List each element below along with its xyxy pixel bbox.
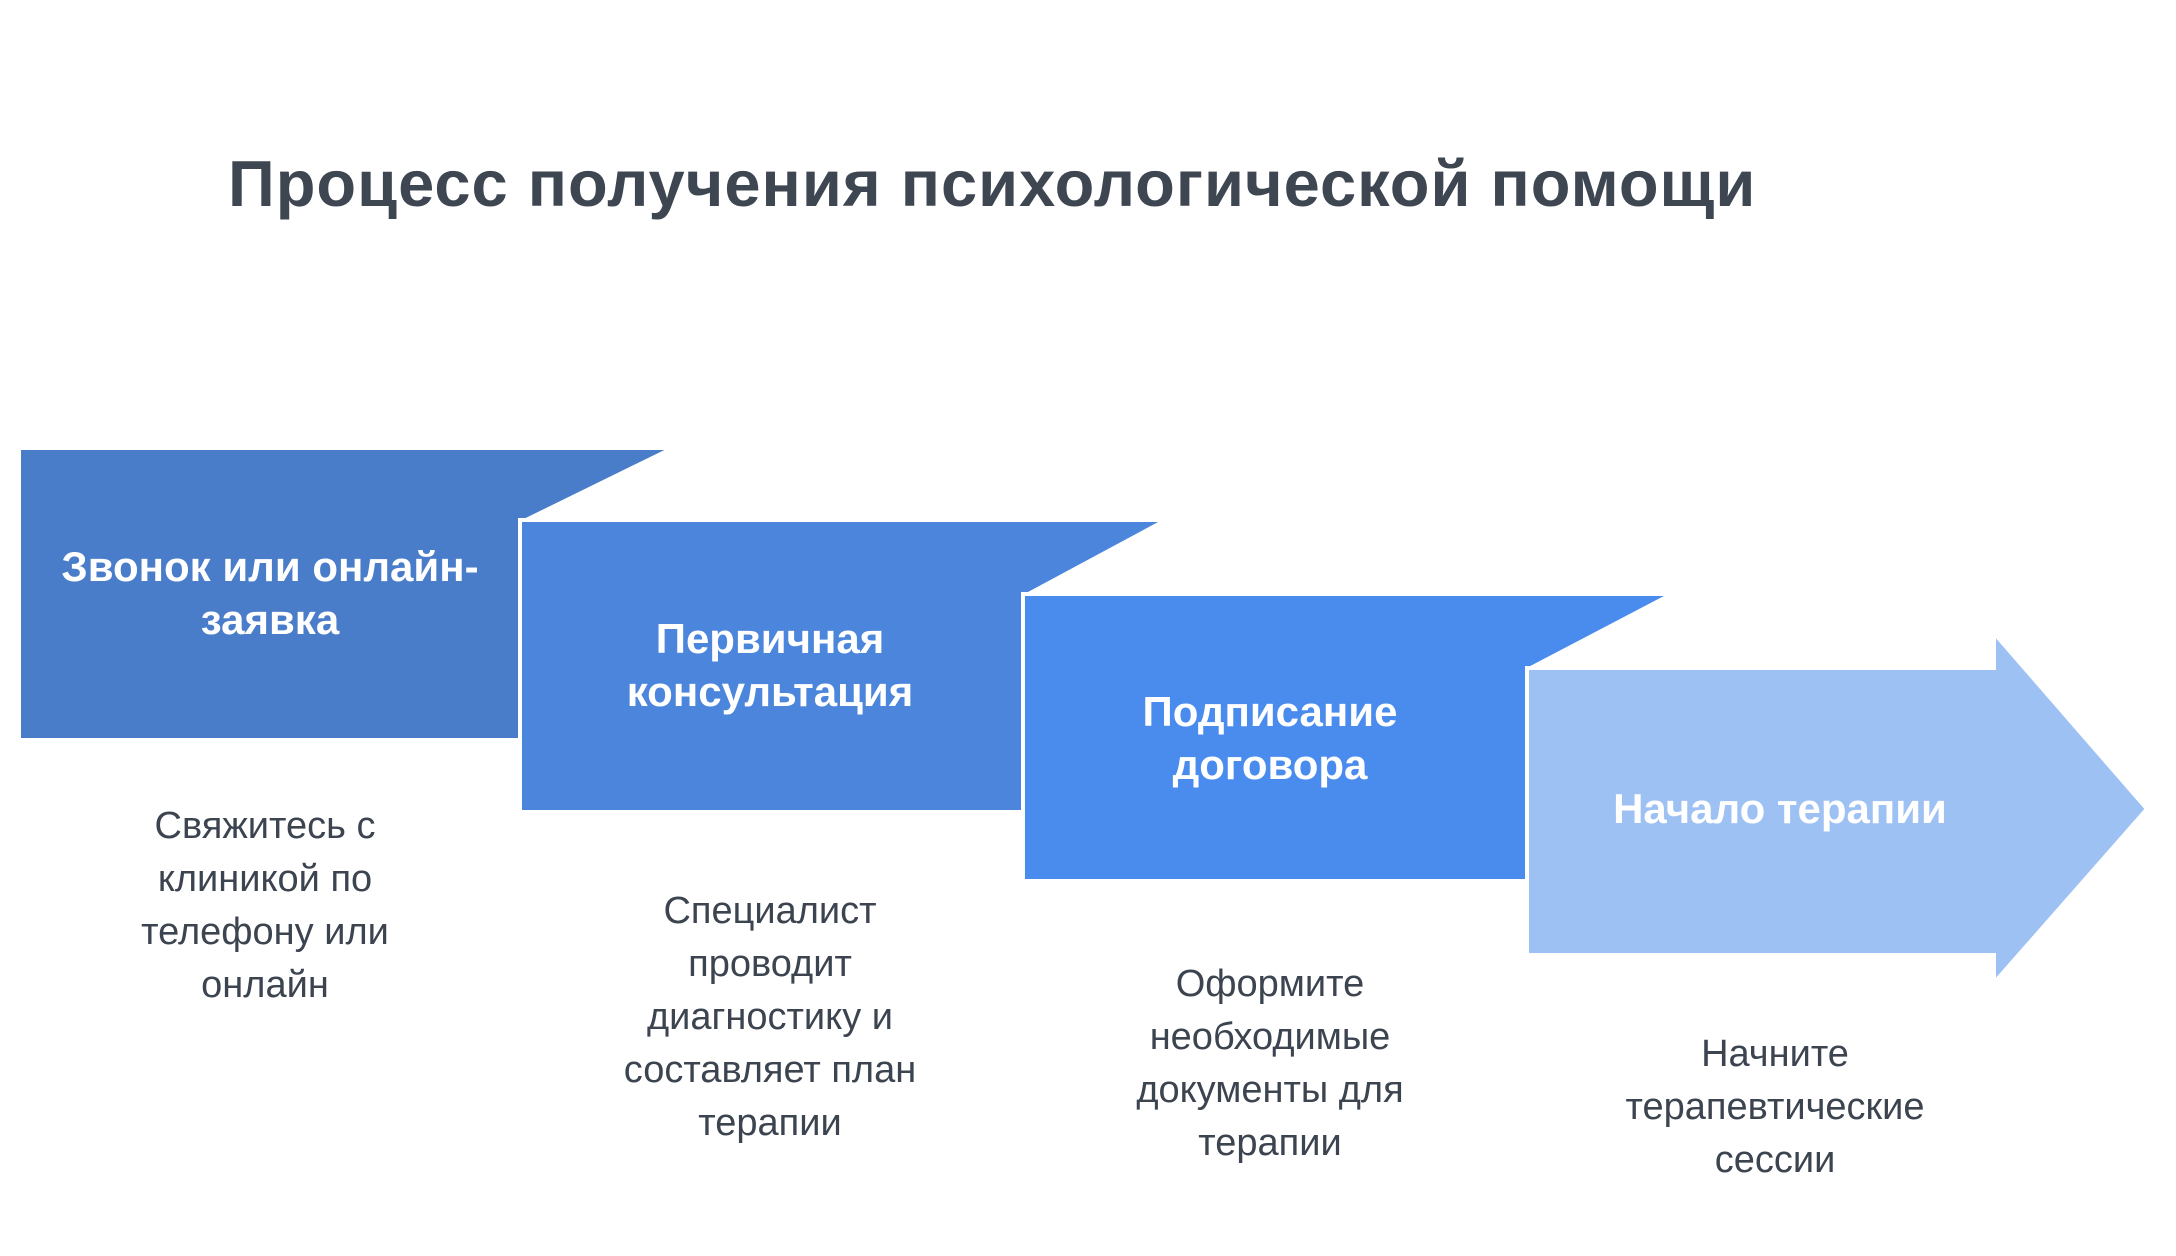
- step-3-label: Подписание договора: [1142, 688, 1398, 788]
- step-4-arrow-shape: [1525, 627, 2150, 989]
- page-title: Процесс получения психологической помощи: [228, 147, 1757, 220]
- step-2-label: Первичная консультация: [626, 615, 914, 715]
- step-1-description: Свяжитесь с клиникой по телефону или онл…: [141, 805, 389, 1006]
- step-1-label: Звонок или онлайн-заявка: [61, 543, 479, 643]
- step-2-description: Специалист проводит диагностику и состав…: [623, 890, 917, 1144]
- step-4-label: Начало терапии: [1613, 785, 1947, 832]
- step-3-description: Оформите необходимые документы для терап…: [1136, 963, 1404, 1164]
- step-4-description: Начните терапевтические сессии: [1625, 1033, 1925, 1181]
